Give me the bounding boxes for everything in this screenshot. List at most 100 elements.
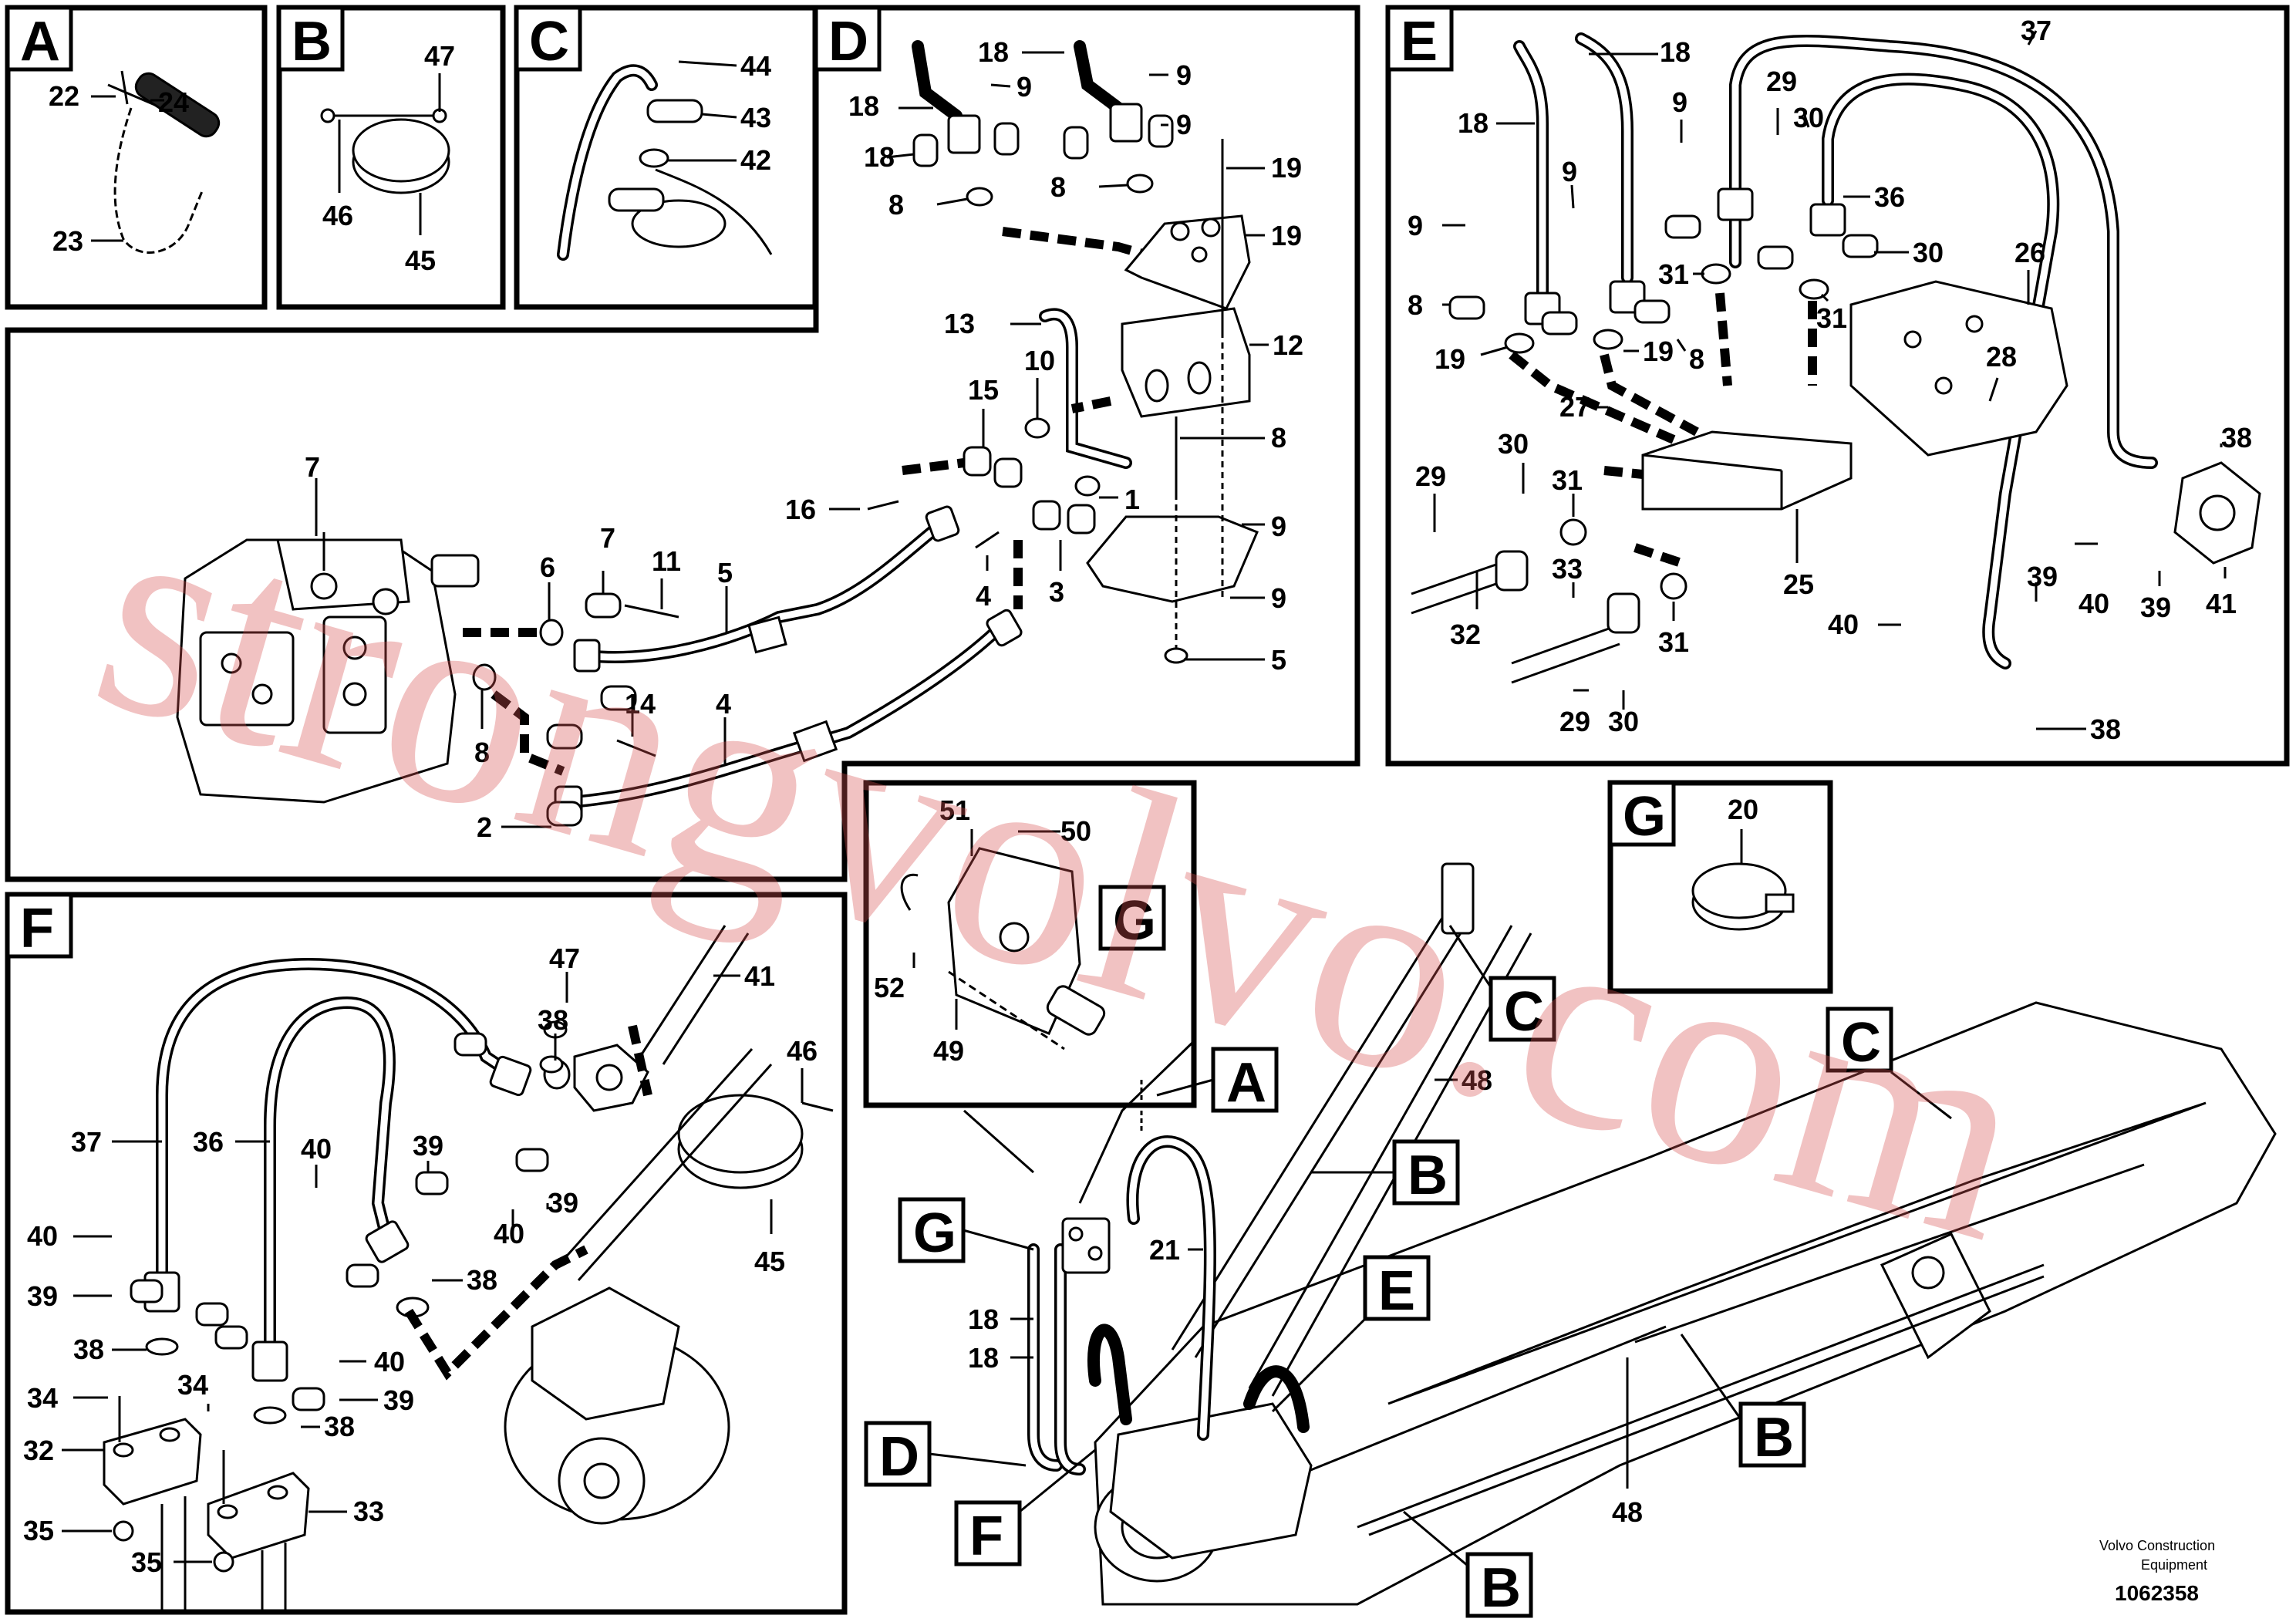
part-label: 38 [467, 1264, 497, 1296]
part-label: 21 [1149, 1234, 1180, 1266]
part-label: 46 [322, 200, 353, 231]
part-label: 39 [2027, 561, 2058, 592]
part-label: 50 [1060, 815, 1091, 847]
part-label: 39 [548, 1187, 578, 1219]
part-label: 28 [1986, 341, 2017, 373]
panel-d-label: D [828, 11, 868, 73]
callout-b-right: B [1680, 1334, 1806, 1469]
part-label: 8 [1050, 171, 1066, 203]
svg-text:E: E [1378, 1260, 1415, 1322]
panel-g-detail: G 50 51 52 49 [863, 780, 1197, 1108]
part-label: 2 [477, 811, 492, 843]
svg-text:A: A [1226, 1052, 1266, 1114]
part-label: 26 [2014, 237, 2045, 268]
part-label: 48 [1462, 1064, 1492, 1096]
part-label: 40 [2079, 588, 2109, 619]
part-label: 8 [474, 737, 490, 768]
part-label: 9 [1562, 156, 1577, 187]
panel-b: B 47 46 45 [276, 5, 506, 310]
part-label: 18 [1458, 107, 1489, 139]
part-label: 46 [787, 1035, 818, 1067]
part-label: 47 [424, 40, 455, 72]
part-label: 31 [1658, 626, 1689, 658]
part-label: 22 [49, 80, 79, 112]
part-label: 16 [785, 494, 816, 525]
part-label: 5 [1271, 644, 1286, 676]
part-label: 40 [27, 1220, 58, 1252]
panel-g-detail-label: G [1113, 890, 1156, 952]
callout-g: G [898, 1197, 1034, 1264]
part-label: 39 [413, 1130, 443, 1162]
part-label: 41 [2206, 588, 2237, 619]
callout-f: F [954, 1448, 1096, 1567]
part-label: 36 [1874, 181, 1905, 213]
part-label: 14 [625, 688, 656, 720]
panel-f-label: F [20, 898, 54, 959]
part-label: 40 [301, 1133, 332, 1165]
part-label: 34 [27, 1382, 58, 1414]
part-label: 18 [968, 1303, 999, 1335]
part-label: 31 [1552, 464, 1583, 496]
part-label: 29 [1415, 460, 1446, 492]
callout-d: D [864, 1421, 1027, 1488]
part-label: 35 [23, 1515, 54, 1546]
part-label: 39 [27, 1280, 58, 1312]
part-label: 9 [1672, 86, 1687, 118]
part-label: 25 [1783, 568, 1814, 600]
part-label: 11 [652, 545, 681, 577]
part-label: 31 [1658, 258, 1689, 290]
footer: Volvo Construction Equipment 1062358 [2099, 1538, 2215, 1605]
part-label: 9 [1176, 59, 1192, 91]
part-label: 30 [1913, 237, 1944, 268]
part-label: 38 [324, 1411, 355, 1442]
part-label: 38 [538, 1004, 568, 1036]
part-label: 29 [1766, 66, 1797, 97]
panel-c-label: C [529, 11, 569, 73]
part-label: 33 [353, 1496, 384, 1527]
part-label: 19 [1435, 343, 1465, 375]
part-label: 8 [1271, 422, 1286, 454]
part-label: 37 [71, 1126, 102, 1158]
panel-d: D [5, 5, 1360, 882]
part-label: 29 [1559, 706, 1590, 737]
part-label: 9 [1017, 71, 1032, 103]
part-label: 30 [1608, 706, 1639, 737]
part-label: 40 [1828, 609, 1859, 640]
part-label: 51 [939, 794, 970, 826]
svg-text:G: G [913, 1202, 956, 1264]
drawing-number: 1062358 [2115, 1581, 2199, 1605]
part-label: 36 [193, 1126, 224, 1158]
part-label: 12 [1273, 329, 1303, 361]
part-label: 8 [888, 189, 904, 221]
part-label: 42 [740, 144, 771, 176]
company-line-2: Equipment [2141, 1557, 2207, 1573]
callout-a: A [1156, 1047, 1279, 1114]
part-label: 39 [383, 1384, 414, 1416]
panel-c: C 44 43 42 [514, 5, 818, 310]
part-label: 52 [874, 972, 905, 1003]
part-label: 27 [1559, 391, 1590, 423]
part-label: 38 [2090, 713, 2121, 745]
part-label: 39 [2140, 592, 2171, 623]
part-label: 47 [549, 943, 580, 974]
callout-c-upper: C [1448, 925, 1556, 1043]
svg-text:C: C [1841, 1012, 1881, 1074]
part-label: 9 [1176, 109, 1192, 140]
part-label: 18 [848, 90, 879, 122]
part-label: 23 [52, 225, 83, 257]
part-label: 32 [1450, 619, 1481, 650]
callout-e: E [1271, 1255, 1431, 1413]
panel-g-strap-label: G [1623, 786, 1666, 848]
part-label: 4 [976, 580, 991, 612]
part-label: 35 [131, 1546, 162, 1578]
part-label: 41 [744, 960, 775, 992]
part-label: 10 [1024, 345, 1055, 376]
panel-e-label: E [1401, 11, 1438, 73]
part-label: 45 [754, 1246, 785, 1277]
part-label: 31 [1816, 302, 1847, 334]
callout-b-upper: B [1311, 1139, 1460, 1206]
part-label: 7 [305, 451, 320, 483]
part-label: 43 [740, 102, 771, 133]
part-label: 1 [1124, 484, 1140, 515]
